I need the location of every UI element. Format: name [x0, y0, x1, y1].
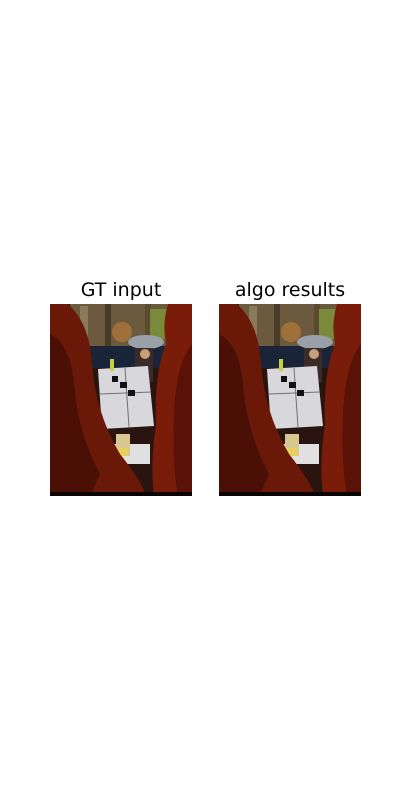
panel-title: GT input — [80, 279, 162, 301]
photo-image — [50, 304, 192, 496]
photo-image — [219, 304, 361, 496]
panel-title: algo results — [234, 279, 346, 301]
photo-algo-results — [219, 304, 361, 496]
photo-gt-input — [50, 304, 192, 496]
